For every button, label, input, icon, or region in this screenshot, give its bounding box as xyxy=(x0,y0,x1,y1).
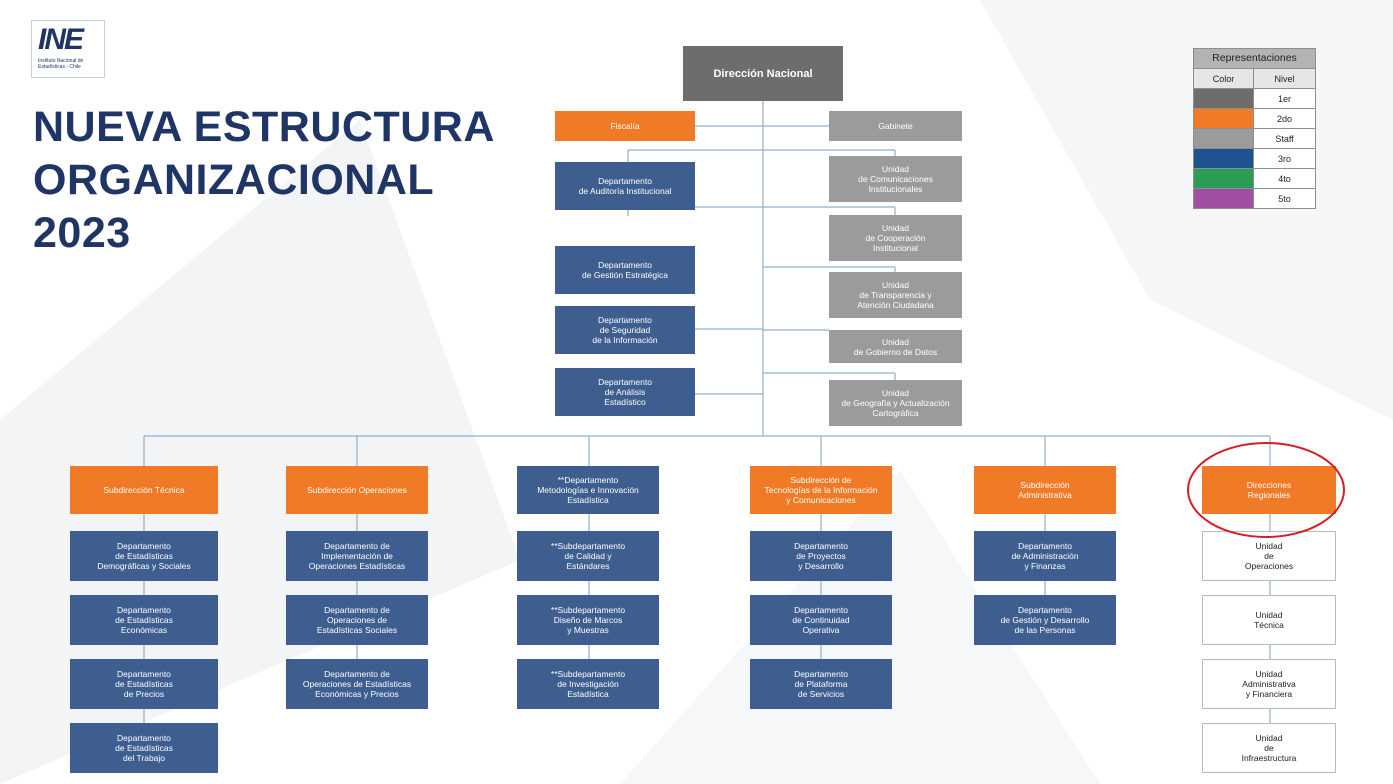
analisis-estadistico-box: Departamento de Análisis Estadístico xyxy=(555,368,695,416)
gabinete-box: Gabinete xyxy=(829,111,962,141)
legend-level: 4to xyxy=(1278,173,1291,184)
legend-swatch xyxy=(1194,189,1254,208)
legend-level: 3ro xyxy=(1277,153,1291,164)
col6-item-4: Unidad de Infraestructura xyxy=(1202,723,1336,773)
auditoria-box: Departamento de Auditoría Institucional xyxy=(555,162,695,210)
col2-item-2: Departamento de Operaciones de Estadísti… xyxy=(286,595,428,645)
legend-header-row: Color Nivel xyxy=(1194,69,1315,89)
title-line-1: NUEVA ESTRUCTURA xyxy=(33,103,495,151)
legend-swatch xyxy=(1194,149,1254,168)
legend-row: 1er xyxy=(1194,89,1315,109)
col5-item-1: Departamento de Administración y Finanza… xyxy=(974,531,1116,581)
highlight-ellipse xyxy=(1187,442,1345,538)
col4-item-3: Departamento de Plataforma de Servicios xyxy=(750,659,892,709)
col1-item-3: Departamento de Estadísticas de Precios xyxy=(70,659,218,709)
comunicaciones-box: Unidad de Comunicaciones Institucionales xyxy=(829,156,962,202)
col6-item-1: Unidad de Operaciones xyxy=(1202,531,1336,581)
legend-col-color: Color xyxy=(1194,69,1254,88)
col1-item-1: Departamento de Estadísticas Demográfica… xyxy=(70,531,218,581)
legend-swatch xyxy=(1194,129,1254,148)
subdireccion-operaciones-box: Subdirección Operaciones xyxy=(286,466,428,514)
col2-item-1: Departamento de Implementación de Operac… xyxy=(286,531,428,581)
legend-level: 2do xyxy=(1276,113,1293,124)
legend-row: 4to xyxy=(1194,169,1315,189)
col6-item-3: Unidad Administrativa y Financiera xyxy=(1202,659,1336,709)
col3-item-1: **Subdepartamento de Calidad y Estándare… xyxy=(517,531,659,581)
subdireccion-administrativa-box: Subdirección Administrativa xyxy=(974,466,1116,514)
transparencia-box: Unidad de Transparencia y Atención Ciuda… xyxy=(829,272,962,318)
legend-swatch xyxy=(1194,89,1254,108)
gobierno-datos-box: Unidad de Gobierno de Datos xyxy=(829,330,962,363)
legend-row: 2do xyxy=(1194,109,1315,129)
subdireccion-tecnica-box: Subdirección Técnica xyxy=(70,466,218,514)
legend-col-nivel: Nivel xyxy=(1274,73,1295,84)
ine-logo: INE Instituto Nacional de Estadísticas -… xyxy=(31,20,105,78)
title-line-2: ORGANIZACIONAL xyxy=(33,156,435,204)
col3-item-3: **Subdepartamento de Investigación Estad… xyxy=(517,659,659,709)
logo-subtitle: Instituto Nacional de Estadísticas - Chi… xyxy=(38,58,84,70)
legend-level: 5to xyxy=(1278,193,1291,204)
legend-title: Representaciones xyxy=(1194,49,1315,69)
direcciones-regionales-box: Direcciones Regionales xyxy=(1202,466,1336,514)
title-line-3: 2023 xyxy=(33,209,131,257)
col2-item-3: Departamento de Operaciones de Estadísti… xyxy=(286,659,428,709)
col1-item-4: Departamento de Estadísticas del Trabajo xyxy=(70,723,218,773)
legend-row: 5to xyxy=(1194,189,1315,208)
legend-swatch xyxy=(1194,169,1254,188)
direccion-nacional-box: Dirección Nacional xyxy=(683,46,843,101)
gestion-estrategica-box: Departamento de Gestión Estratégica xyxy=(555,246,695,294)
fiscalia-box: Fiscalía xyxy=(555,111,695,141)
col1-item-2: Departamento de Estadísticas Económicas xyxy=(70,595,218,645)
cooperacion-box: Unidad de Cooperación Institucional xyxy=(829,215,962,261)
legend-level: 1er xyxy=(1277,93,1291,104)
legend-swatch xyxy=(1194,109,1254,128)
col4-item-1: Departamento de Proyectos y Desarrollo xyxy=(750,531,892,581)
col4-item-2: Departamento de Continuidad Operativa xyxy=(750,595,892,645)
seguridad-informacion-box: Departamento de Seguridad de la Informac… xyxy=(555,306,695,354)
subdireccion-tic-box: Subdirección de Tecnologías de la Inform… xyxy=(750,466,892,514)
col6-item-2: Unidad Técnica xyxy=(1202,595,1336,645)
depto-metodologias-box: **Departamento Metodologías e Innovación… xyxy=(517,466,659,514)
legend-table: Representaciones Color Nivel 1er 2do Sta… xyxy=(1193,48,1316,209)
col3-item-2: **Subdepartamento Diseño de Marcos y Mue… xyxy=(517,595,659,645)
geografia-box: Unidad de Geografía y Actualización Cart… xyxy=(829,380,962,426)
legend-level: Staff xyxy=(1275,133,1294,144)
col5-item-2: Departamento de Gestión y Desarrollo de … xyxy=(974,595,1116,645)
legend-row: Staff xyxy=(1194,129,1315,149)
logo-mark: INE xyxy=(38,23,84,56)
legend-row: 3ro xyxy=(1194,149,1315,169)
